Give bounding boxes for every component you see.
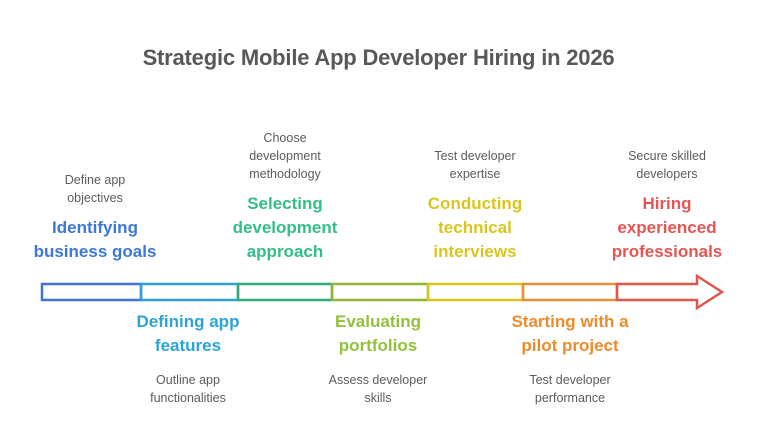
stage-conducting-technical-interviews: Test developer expertise Conducting tech…	[385, 147, 565, 264]
stage-caption: Choose development methodology	[249, 131, 321, 181]
stage-hiring-experienced-professionals: Secure skilled developers Hiring experie…	[577, 147, 757, 264]
arrow-segment	[330, 282, 430, 302]
stage-caption: Test developer performance	[529, 373, 611, 405]
stage-heading: Starting with a pilot project	[511, 312, 629, 355]
stage-heading: Conducting technical interviews	[427, 194, 523, 261]
arrow-segment	[521, 282, 619, 302]
stage-identifying-business-goals: Define app objectives Identifying busine…	[5, 171, 185, 264]
stage-heading: Selecting development approach	[232, 194, 338, 261]
arrow-segment	[426, 282, 525, 302]
stage-caption: Secure skilled developers	[628, 149, 706, 181]
timeline-arrow	[40, 273, 725, 311]
stage-caption: Test developer expertise	[434, 149, 516, 181]
stage-starting-with-a-pilot-project: Starting with a pilot project Test devel…	[480, 310, 660, 407]
stage-heading: Evaluating portfolios	[335, 312, 421, 355]
arrow-head	[615, 273, 725, 311]
arrow-segment	[139, 282, 240, 302]
stage-caption: Assess developer skills	[328, 373, 428, 405]
stage-defining-app-features: Defining app features Outline app functi…	[98, 310, 278, 407]
stage-heading: Defining app features	[136, 312, 240, 355]
diagram-title: Strategic Mobile App Developer Hiring in…	[142, 45, 615, 70]
stage-evaluating-portfolios: Evaluating portfolios Assess developer s…	[288, 310, 468, 407]
arrow-segment	[236, 282, 334, 302]
stage-caption: Outline app functionalities	[150, 373, 226, 405]
stage-heading: Identifying business goals	[33, 218, 157, 261]
stage-selecting-development-approach: Choose development methodology Selecting…	[195, 129, 375, 264]
arrow-segment	[40, 282, 143, 302]
stage-heading: Hiring experienced professionals	[611, 194, 723, 261]
stage-caption: Define app objectives	[64, 173, 126, 205]
